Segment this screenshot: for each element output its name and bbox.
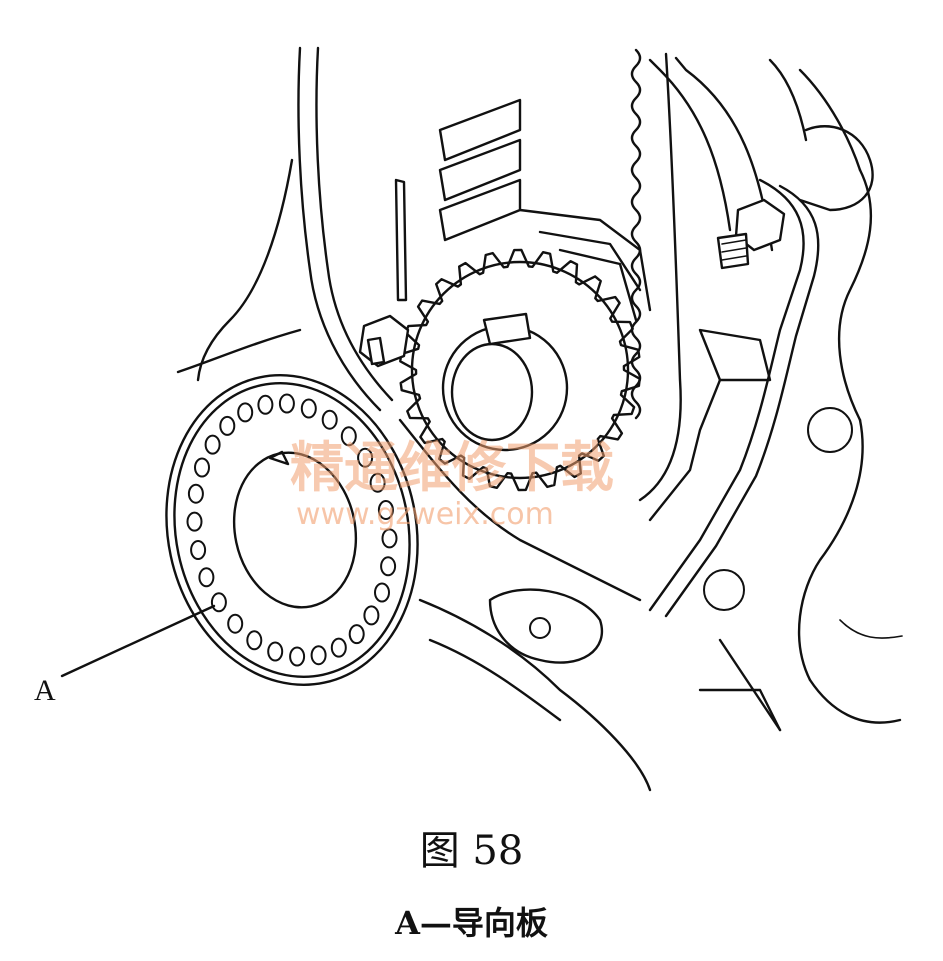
callout-label: A [34,674,56,707]
guide-plate [165,374,419,686]
guide-plate-hole [219,415,236,436]
guide-plate-hole [374,582,390,603]
watermark: 精通维修下载 www.gzweix.com [290,436,614,532]
guide-plate-hole [257,394,274,415]
guide-plate-hole [227,613,244,634]
watermark-url: www.gzweix.com [296,497,554,532]
figure-legend: A—导向板 [395,904,548,942]
engine-cover-outline [176,46,903,792]
guide-plate-hole [187,483,204,504]
guide-plate-hole [289,646,306,667]
bolt-right [716,198,786,270]
guide-plate-hole [186,511,203,532]
guide-plate-hole [190,540,207,560]
tensioner-bracket [488,125,874,664]
guide-plate-hole [363,605,380,626]
guide-plate-hole [310,645,327,666]
callout-a: A [34,604,216,707]
guide-plate-hole [348,624,365,645]
guide-plate-hole [300,398,317,419]
guide-plate-hole [321,409,338,430]
guide-plate-hole [194,457,210,478]
guide-plate-hole [369,472,386,493]
guide-plate-hole [357,447,374,468]
guide-plate-hole [210,592,227,613]
guide-plate-hole [377,500,394,520]
figure-caption: 图 58 [419,828,524,874]
crankshaft-sprocket [399,208,652,492]
guide-plate-hole [330,637,347,658]
guide-plate-hole [381,528,398,549]
guide-plate-hole [267,641,284,662]
watermark-text: 精通维修下载 [290,436,614,499]
guide-plate-hole [278,393,295,414]
guide-plate-hole [246,630,263,651]
guide-plate-hole [237,402,254,423]
guide-plate-hole [204,434,221,455]
bolt-left [358,178,410,368]
guide-plate-hole [380,556,397,577]
guide-plate-hole [198,567,215,588]
guide-plate-hole [340,426,357,447]
